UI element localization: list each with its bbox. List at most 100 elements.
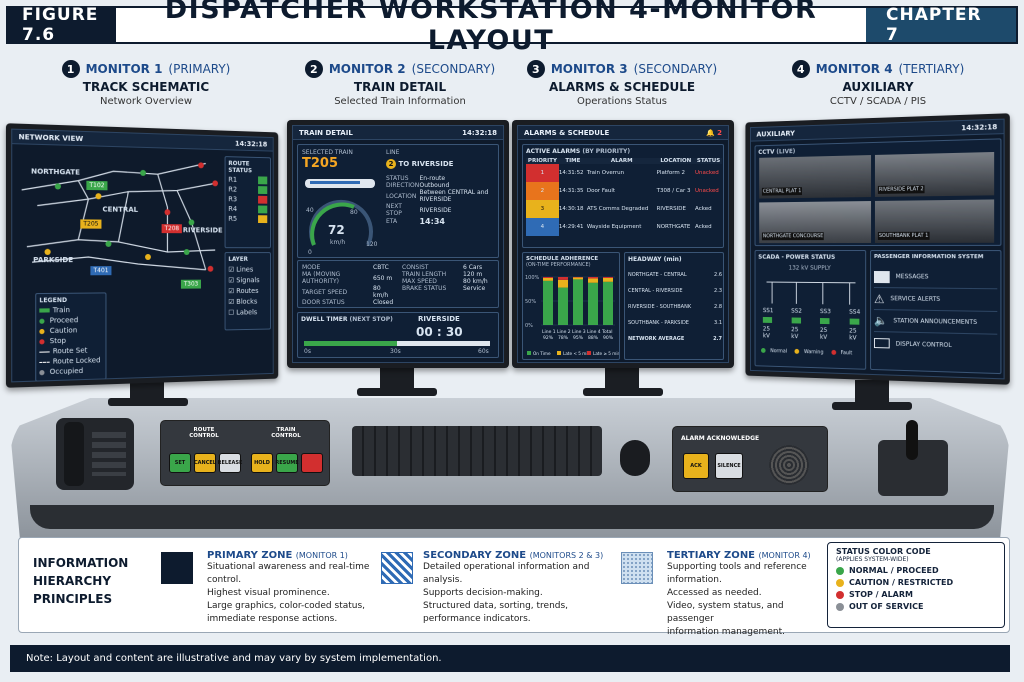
- mouse[interactable]: [620, 440, 650, 476]
- route-status-panel: ROUTE STATUS R1 R2 R3 R4 R5: [224, 156, 271, 249]
- layer-checkbox[interactable]: ☑ Signals: [228, 276, 260, 285]
- col-header[interactable]: PRIORITY: [527, 158, 557, 164]
- pis-announcements[interactable]: 🔈STATION ANNOUNCEMENTS: [873, 310, 998, 335]
- route-row[interactable]: R2: [228, 186, 268, 195]
- route-id: R5: [228, 214, 238, 223]
- train-tag[interactable]: T208: [161, 224, 183, 234]
- col-header[interactable]: TIME: [565, 158, 581, 164]
- emergency-stop-button[interactable]: [301, 453, 323, 473]
- station-label: RIVERSIDE: [182, 226, 223, 235]
- cancel-button[interactable]: CANCEL: [194, 453, 216, 473]
- route-row[interactable]: R3: [228, 195, 268, 204]
- col-header[interactable]: STATUS: [696, 158, 721, 164]
- segment: SOUTHBANK - PARKSIDE: [628, 320, 689, 326]
- pis-display[interactable]: DISPLAY CONTROL: [873, 332, 997, 357]
- layer-checkbox[interactable]: ☑ Lines: [228, 265, 254, 274]
- keyboard[interactable]: [352, 426, 602, 476]
- layer-label: Lines: [236, 265, 254, 274]
- location-cell: Platform 2: [656, 170, 686, 176]
- status-label: CAUTION / RESTRICTED: [849, 578, 954, 587]
- pis-item-label: DISPLAY CONTROL: [895, 340, 952, 349]
- bar-on-time: [543, 280, 553, 325]
- resume-button[interactable]: RESUME: [275, 453, 299, 473]
- route-id: R4: [228, 205, 238, 214]
- layer-checkbox[interactable]: ☑ Blocks: [228, 297, 258, 306]
- supply-label: 132 kV SUPPLY: [788, 264, 831, 272]
- bell-icon[interactable]: 🔔 2: [705, 128, 722, 137]
- legend-item: Fault: [840, 350, 853, 357]
- legend-label: Late < 5 min: [563, 351, 591, 356]
- ack-button[interactable]: ACK: [683, 453, 709, 479]
- bar-late-min: [588, 278, 598, 283]
- keypad-icon[interactable]: [92, 432, 126, 476]
- alarms-schedule-screen: ALARMS & SCHEDULE🔔 2 ACTIVE ALARMS (BY P…: [517, 125, 729, 363]
- set-button[interactable]: SET: [169, 453, 191, 473]
- train-tag[interactable]: T205: [80, 219, 102, 229]
- field-label: TRAIN LENGTH: [402, 271, 447, 278]
- substation-id: SS1: [762, 307, 774, 315]
- monitor-role: (SECONDARY): [633, 62, 718, 76]
- route-row[interactable]: R4: [228, 205, 268, 214]
- segment: CENTRAL - RIVERSIDE: [628, 288, 683, 294]
- selected-train-label: SELECTED TRAIN: [302, 149, 353, 156]
- pis-messages[interactable]: MESSAGES: [873, 266, 998, 290]
- dwell-tick: 0s: [304, 348, 311, 355]
- legend-item: Occupied: [49, 366, 84, 377]
- hold-button[interactable]: HOLD: [251, 453, 273, 473]
- monitor-2-base: [357, 388, 437, 396]
- train-tag[interactable]: T102: [86, 180, 108, 191]
- phone-handset[interactable]: [64, 422, 84, 486]
- panel-sub: (LIVE): [776, 148, 796, 156]
- monitor-label: MONITOR 1: [85, 62, 163, 76]
- desk-phone[interactable]: [56, 418, 134, 490]
- legend-item: Route Set: [52, 346, 88, 356]
- priority-cell: 1: [526, 164, 559, 182]
- priority-cell: 2: [526, 182, 559, 200]
- legend-item: Warning: [803, 349, 824, 356]
- alarm-acknowledge-panel: ALARM ACKNOWLEDGE ACK SILENCE: [672, 426, 828, 492]
- cctv-feed[interactable]: NORTHGATE CONCOURSE: [759, 201, 872, 244]
- route-row[interactable]: R1: [228, 176, 268, 185]
- joystick-handle[interactable]: [906, 420, 918, 460]
- col-header[interactable]: ALARM: [610, 158, 633, 164]
- alarm-ack-label: ALARM ACKNOWLEDGE: [681, 435, 760, 442]
- col-header[interactable]: LOCATION: [660, 158, 692, 164]
- monitor-label: MONITOR 4: [815, 62, 893, 76]
- cctv-feed[interactable]: SOUTHBANK PLAT 1: [874, 199, 995, 243]
- monitor-name: AUXILIARY: [842, 80, 914, 94]
- screen-title: ALARMS & SCHEDULE: [524, 128, 610, 137]
- joystick[interactable]: [878, 420, 948, 496]
- route-row[interactable]: R5: [228, 214, 268, 224]
- route-train-control-panel: ROUTE CONTROL TRAIN CONTROL SET CANCEL R…: [160, 420, 330, 486]
- pis-alerts[interactable]: ⚠SERVICE ALERTS: [873, 288, 998, 313]
- train-tag[interactable]: T303: [180, 279, 202, 289]
- cctv-feed[interactable]: CENTRAL PLAT 1: [759, 155, 872, 199]
- field-value: 80 km/h: [373, 285, 389, 299]
- train-tag[interactable]: T401: [90, 266, 112, 276]
- track-schematic[interactable]: [16, 148, 219, 283]
- release-button[interactable]: RELEASE: [218, 453, 242, 473]
- silence-button[interactable]: SILENCE: [715, 453, 743, 479]
- layer-checkbox[interactable]: ☑ Routes: [228, 287, 259, 296]
- speed-gauge: [309, 200, 373, 246]
- console-desk-front: [30, 505, 994, 529]
- alarm-cell: Wayside Equipment: [586, 224, 642, 230]
- legend-item: Stop: [49, 336, 66, 346]
- time-cell: 14:29:41: [558, 224, 584, 230]
- cctv-feed[interactable]: RIVERSIDE PLAT 2: [874, 151, 995, 197]
- monitor-1-stand: [130, 378, 164, 400]
- layer-checkbox[interactable]: ☐ Labels: [228, 308, 258, 317]
- data-label: 78%: [558, 335, 569, 341]
- zone-title: PRIMARY ZONE: [207, 550, 293, 561]
